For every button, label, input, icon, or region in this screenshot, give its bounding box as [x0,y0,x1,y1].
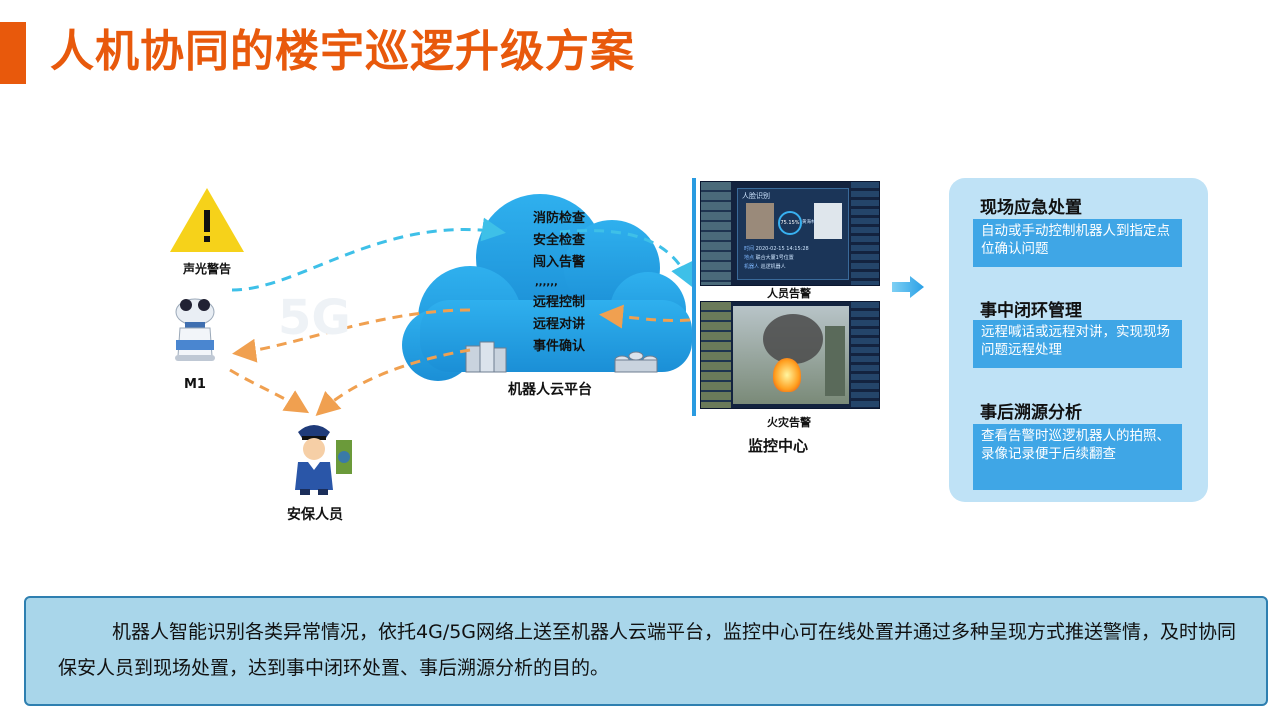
building-pillar [825,326,845,396]
profile-face-photo [814,203,842,239]
time-label: 时间 [744,246,755,252]
security-guard-icon [295,425,352,495]
guard-label: 安保人员 [287,507,343,523]
cloud-to-robot-arrow [232,308,471,363]
right-arrow-icon [892,276,924,298]
cloud-to-guard-arrow [315,348,471,417]
popup-header: 人脸识别 [742,192,770,200]
cloud-to-center-arrow [559,229,693,288]
center-to-cloud-arrow [599,304,691,329]
time-value: 2020-02-15 14:15:28 [755,246,809,252]
summary-text: 机器人智能识别各类异常情况，依托4G/5G网络上送至机器人云端平台，监控中心可在… [58,621,1237,679]
cloud-item: 远程控制 [533,295,586,310]
cloud-item: 事件确认 [533,339,586,354]
section-heading-closed-loop: 事中闭环管理 [980,301,1082,321]
cloud-item: 远程对讲 [533,317,586,332]
summary-box [24,596,1268,706]
cloud-item: ,,,,,, [535,277,558,288]
cloud-platform-label: 机器人云平台 [508,382,592,398]
robot-to-guard-arrow [229,368,310,414]
match-percent: 75.15% [778,211,802,235]
robot-value: 巡逻机器人 [760,264,786,270]
5g-watermark: 5G [278,290,351,346]
place-value: 联合大厦1号位置 [755,255,794,261]
thumbnail-column [701,302,731,408]
section-heading-emergency: 现场应急处置 [980,198,1082,218]
robot-field-label: 机器人 [744,264,760,270]
place-label: 地点 [744,255,755,261]
section-body-closed-loop: 远程喊话或远程对讲，实现现场问题远程处理 [973,320,1182,368]
cloud-item: 消防检查 [533,211,586,226]
section-heading-traceback: 事后溯源分析 [980,403,1082,423]
uplink-arrow [231,217,506,292]
captured-face-photo [746,203,774,239]
person-name: 黄海林 [802,220,816,225]
fire-flame-icon [773,358,801,392]
fire-alert-screen [700,301,880,409]
title-accent-bar [0,22,26,84]
storage-icon [614,351,658,373]
face-recognition-popup: 人脸识别 75.15% 黄海林 时间 2020-02-15 14:15:28 地… [737,188,849,280]
cloud-item: 闯入告警 [533,255,586,270]
person-alert-caption: 人员告警 [767,287,811,300]
fire-camera-view [733,306,849,404]
section-body-emergency: 自动或手动控制机器人到指定点位确认问题 [973,219,1182,267]
fire-alert-caption: 火灾告警 [767,416,811,429]
cloud-item-list: 消防检查 安全检查 闯入告警 ,,,,,, 远程控制 远程对讲 事件确认 [533,208,585,358]
robot-label: M1 [184,377,206,392]
warning-icon [170,188,244,252]
thumbnail-column [701,182,731,285]
person-alert-screen: 人脸识别 75.15% 黄海林 时间 2020-02-15 14:15:28 地… [700,181,880,286]
monitor-center-divider [692,178,696,416]
cloud-item: 安全检查 [533,233,586,248]
event-list-column [851,302,879,408]
page-title: 人机协同的楼宇巡逻升级方案 [50,26,635,77]
server-icon [465,341,507,373]
alarm-label: 声光警告 [183,262,232,276]
event-list-column [851,182,879,285]
section-body-traceback: 查看告警时巡逻机器人的拍照、录像记录便于后续翻查 [973,424,1182,490]
smoke-shape [763,314,823,364]
monitor-center-label: 监控中心 [748,437,809,455]
robot-icon [175,298,215,361]
alert-details: 时间 2020-02-15 14:15:28 地点 联合大厦1号位置 机器人 巡… [744,245,809,272]
diagram-canvas [170,178,924,495]
